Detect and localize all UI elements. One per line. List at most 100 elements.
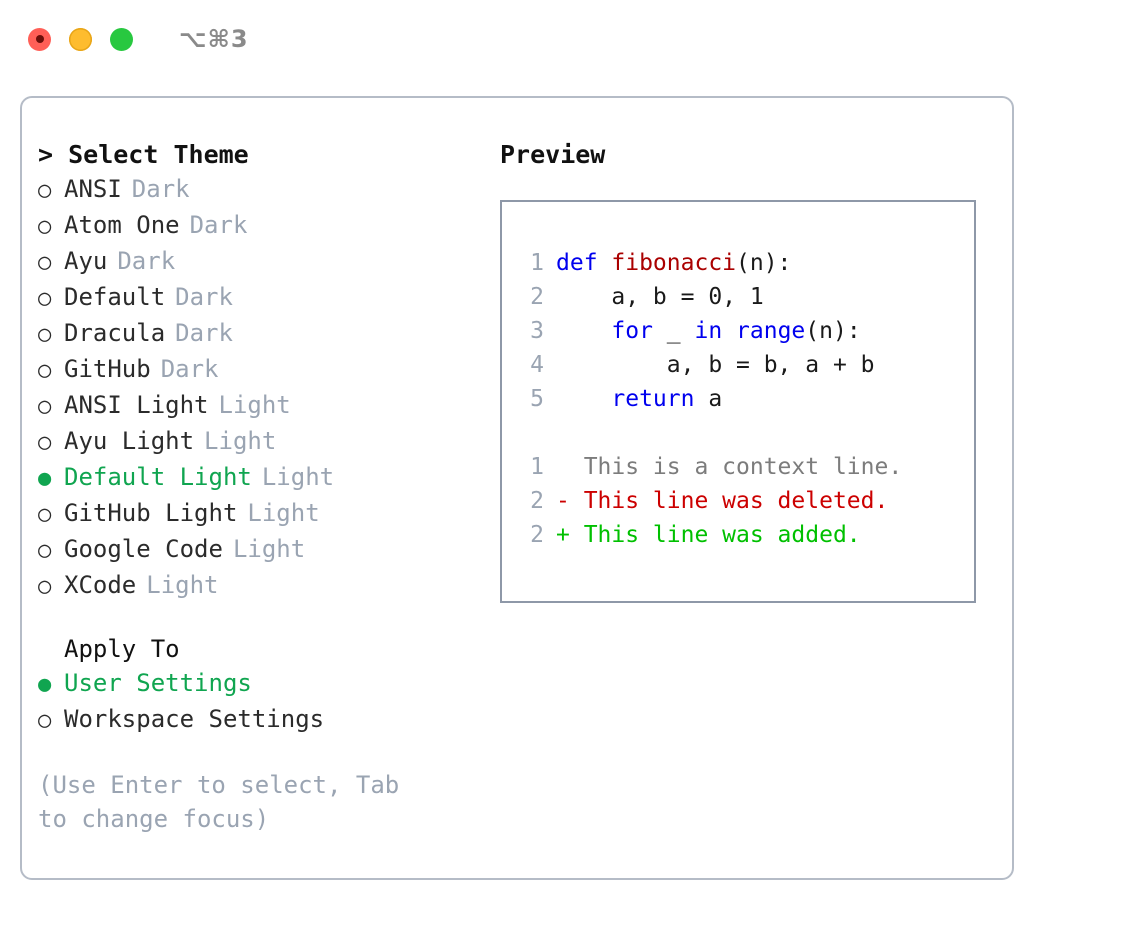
radio-unselected-icon: ○ — [38, 574, 52, 599]
theme-option-name: GitHub — [64, 355, 151, 383]
radio-unselected-icon: ○ — [38, 538, 52, 563]
code-line-number: 3 — [530, 318, 544, 344]
code-line: 5 return a — [518, 382, 974, 416]
traffic-light-group — [28, 27, 133, 51]
theme-option-name: Ayu — [64, 247, 108, 275]
code-token-kw: in — [694, 318, 723, 344]
preview-heading: Preview — [500, 140, 606, 169]
code-token-kw: def — [556, 250, 612, 276]
code-token-plain: _ — [652, 318, 695, 344]
diff-line-number: 1 — [530, 454, 544, 480]
diff-line-text: + This line was added. — [556, 522, 861, 548]
apply-to-option-label: User Settings — [64, 669, 252, 697]
radio-unselected-icon: ○ — [38, 358, 52, 383]
diff-line-number: 2 — [530, 522, 544, 548]
code-line: 1 def fibonacci(n): — [518, 246, 974, 280]
diff-line-text: This is a context line. — [556, 454, 903, 480]
radio-unselected-icon: ○ — [38, 430, 52, 455]
spacer — [518, 416, 974, 450]
theme-variant-badge: Dark — [175, 283, 233, 311]
code-line-text: def fibonacci(n): — [556, 246, 791, 280]
theme-option-name: XCode — [64, 571, 137, 599]
theme-option-name: Default Light — [64, 463, 252, 491]
apply-to-option-user-settings[interactable]: ●User Settings — [38, 666, 488, 702]
theme-option-google-code[interactable]: ○ Google Code Light — [38, 532, 488, 568]
code-token-plain: (n): — [736, 250, 792, 276]
code-line: 4 a, b = b, a + b — [518, 348, 974, 382]
select-theme-heading: > Select Theme — [38, 140, 249, 169]
code-token-plain: a — [694, 386, 723, 412]
code-token-fn: fibonacci — [611, 250, 737, 276]
theme-option-name: Default — [64, 283, 166, 311]
theme-option-ayu-light[interactable]: ○ Ayu Light Light — [38, 424, 488, 460]
diff-line-added: 2 + This line was added. — [518, 518, 974, 552]
theme-variant-badge: Dark — [160, 355, 219, 383]
code-line-number: 2 — [530, 284, 544, 310]
code-token-kw: range — [736, 318, 806, 344]
radio-unselected-icon: ○ — [38, 214, 52, 239]
theme-option-name: Google Code — [64, 535, 223, 563]
theme-variant-badge: Light — [218, 391, 291, 419]
code-token-kw: return — [611, 386, 695, 412]
theme-option-name: GitHub Light — [64, 499, 238, 527]
apply-to-list[interactable]: ●User Settings ○ Workspace Settings — [38, 666, 488, 738]
diff-line-number: 2 — [530, 488, 544, 514]
radio-unselected-icon: ○ — [38, 708, 52, 733]
radio-unselected-icon: ○ — [38, 286, 52, 311]
code-token-plain — [556, 386, 611, 412]
theme-variant-badge: Dark — [117, 247, 176, 275]
code-token-plain — [722, 318, 736, 344]
code-line-number: 1 — [530, 250, 544, 276]
code-line-text: return a — [556, 382, 722, 416]
theme-option-ayu[interactable]: ○ Ayu Dark — [38, 244, 488, 280]
code-token-plain: a, b = b, a + b — [556, 352, 875, 378]
radio-unselected-icon: ○ — [38, 178, 52, 203]
theme-option-name: Ayu Light — [64, 427, 195, 455]
theme-option-github[interactable]: ○ GitHub Dark — [38, 352, 488, 388]
theme-variant-badge: Light — [232, 535, 306, 563]
theme-option-default[interactable]: ○ Default Dark — [38, 280, 488, 316]
title-bar: ⌥⌘3 — [0, 0, 1140, 78]
radio-selected-icon: ● — [38, 466, 52, 491]
close-window-icon[interactable] — [28, 27, 51, 51]
theme-option-name: Dracula — [64, 319, 166, 347]
diff-line-deleted: 2 - This line was deleted. — [518, 484, 974, 518]
code-line-number: 5 — [530, 386, 544, 412]
code-line: 2 a, b = 0, 1 — [518, 280, 974, 314]
theme-option-name: ANSI — [64, 175, 122, 203]
radio-unselected-icon: ○ — [38, 394, 52, 419]
theme-variant-badge: Dark — [189, 211, 248, 239]
code-line-text: a, b = b, a + b — [556, 348, 875, 382]
apply-to-heading: Apply To — [64, 635, 180, 663]
minimize-window-icon[interactable] — [69, 27, 92, 51]
theme-option-name: Atom One — [64, 211, 180, 239]
theme-variant-badge: Light — [204, 427, 277, 455]
diff-line-text: - This line was deleted. — [556, 488, 889, 514]
code-line-text: for _ in range(n): — [556, 314, 861, 348]
diff-line-context: 1 This is a context line. — [518, 450, 974, 484]
radio-unselected-icon: ○ — [38, 250, 52, 275]
theme-option-atom-one[interactable]: ○ Atom One Dark — [38, 208, 488, 244]
diff-sample: 1 This is a context line. 2 - This line wa… — [518, 450, 974, 552]
code-token-plain: a, b = 0, 1 — [556, 284, 764, 310]
apply-to-option-workspace-settings[interactable]: ○ Workspace Settings — [38, 702, 488, 738]
maximize-window-icon[interactable] — [110, 27, 133, 51]
code-token-kw: for — [611, 318, 653, 344]
apply-to-option-label: Workspace Settings — [64, 705, 325, 733]
theme-variant-badge: Dark — [175, 319, 233, 347]
keyboard-shortcut-label: ⌥⌘3 — [179, 25, 249, 53]
code-token-plain: (n): — [805, 318, 861, 344]
